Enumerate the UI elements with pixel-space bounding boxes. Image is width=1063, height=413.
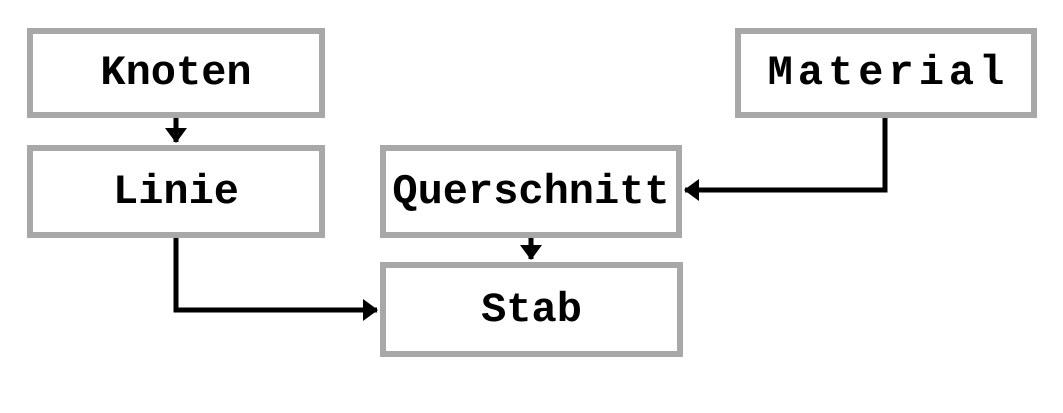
node-knoten: Knoten bbox=[27, 28, 325, 118]
node-linie: Linie bbox=[27, 145, 325, 238]
node-querschnitt: Querschnitt bbox=[380, 145, 682, 238]
arrow-linie-to-stab bbox=[173, 238, 378, 321]
node-stab-label: Stab bbox=[481, 285, 582, 334]
node-material: Material bbox=[735, 28, 1037, 118]
node-querschnitt-label: Querschnitt bbox=[392, 167, 670, 216]
arrow-material-to-querschnitt bbox=[684, 118, 888, 201]
node-linie-label: Linie bbox=[112, 167, 240, 216]
node-knoten-label: Knoten bbox=[100, 49, 252, 97]
node-material-label: Material bbox=[767, 49, 1010, 97]
node-stab: Stab bbox=[380, 262, 683, 357]
